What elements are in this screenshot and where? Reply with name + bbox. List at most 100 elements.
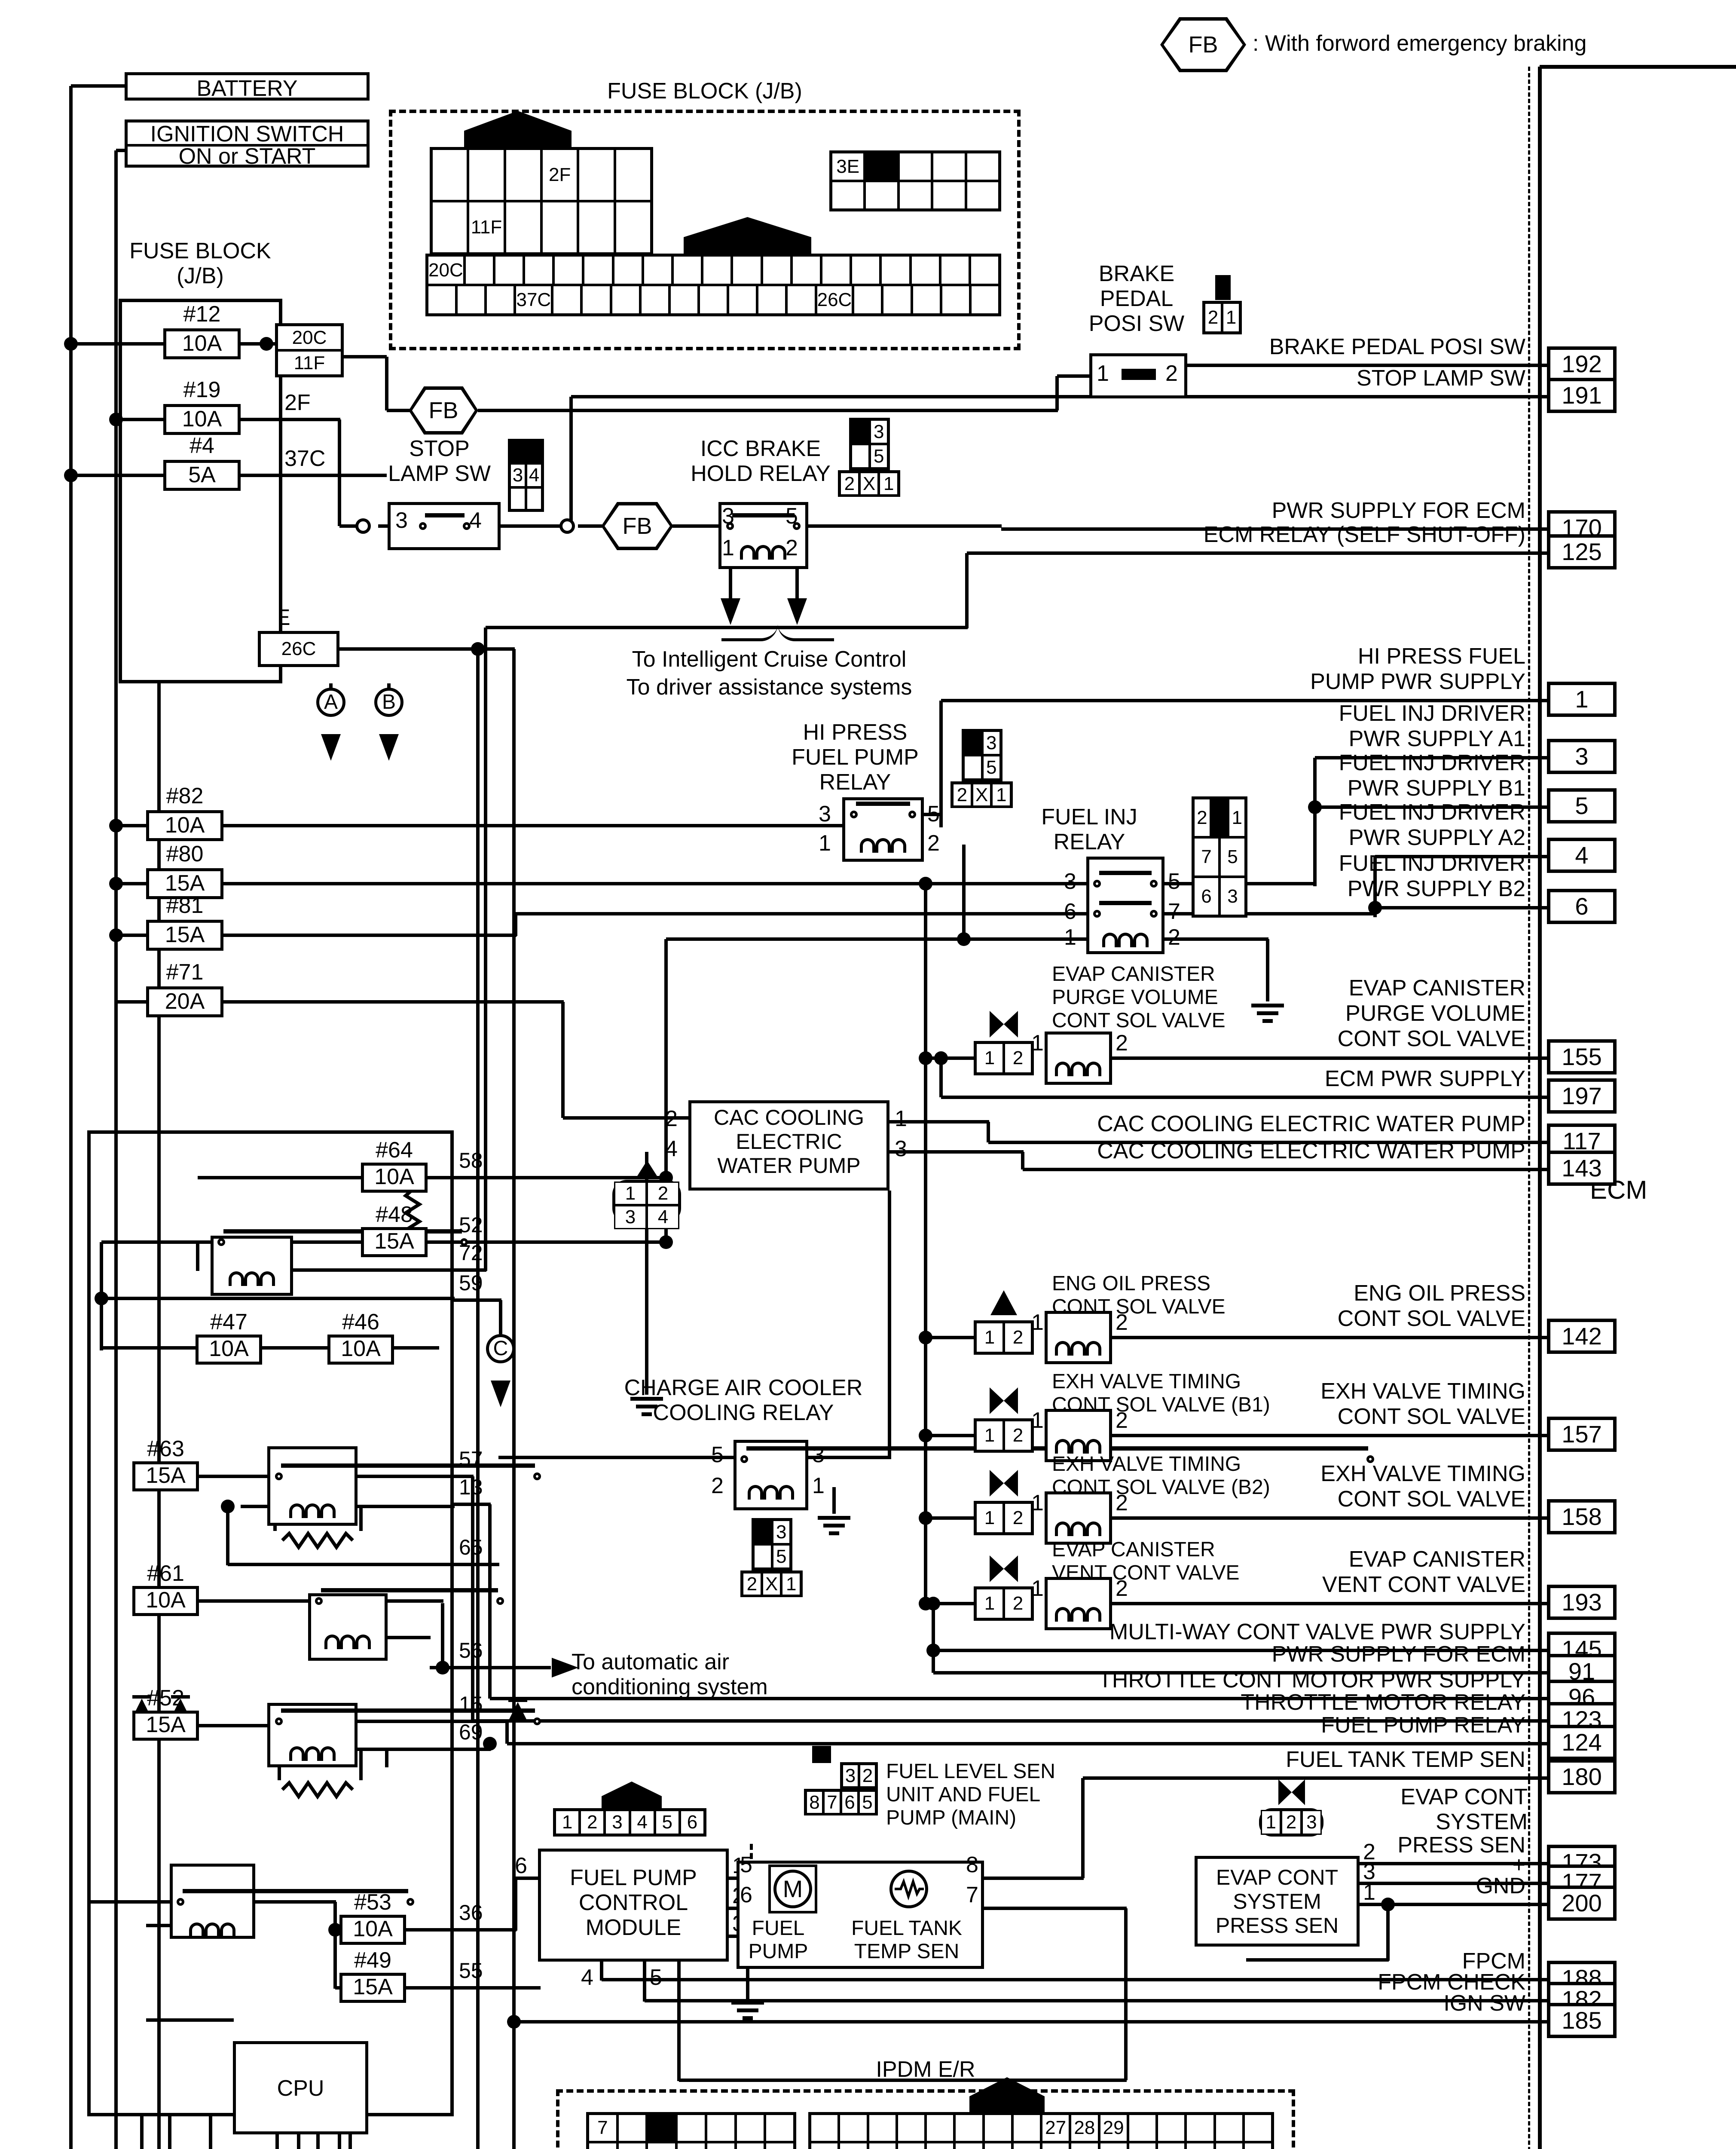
wire-h	[808, 1456, 890, 1459]
ecm-terminal: 192	[1547, 346, 1617, 382]
fuse-amp-label: 15A	[146, 1463, 186, 1488]
connector-cell: 6	[841, 1791, 859, 1815]
valve-label: EXH VALVE TIMING CONT SOL VALVE (B1)	[1052, 1370, 1270, 1416]
wire-h	[473, 1719, 1548, 1723]
ecm-terminal: 142	[1547, 1319, 1617, 1354]
pin-label: 2	[1116, 1031, 1128, 1056]
connector-cell	[1186, 2142, 1215, 2149]
connector-cell	[966, 152, 1000, 181]
bottom-ipdm-grid-b: 2728293641	[808, 2112, 1274, 2149]
wire-h	[926, 1516, 975, 1520]
connector-cell	[647, 2142, 677, 2149]
stop-lamp-sw-box	[388, 502, 501, 550]
fuse-box	[196, 1335, 262, 1365]
wire-h	[1057, 374, 1091, 378]
ground-icon	[818, 1516, 850, 1520]
wire-v	[114, 150, 118, 2149]
brake-pedal-posi-sw-label: BRAKE PEDAL POSI SW	[1088, 261, 1185, 337]
ecm-terminal-label: HI PRESS FUEL PUMP PWR SUPPLY	[1310, 644, 1525, 694]
ipdm-wire-label: 52	[459, 1213, 483, 1237]
connector-cell: 1	[975, 1322, 1004, 1353]
junction-dot	[64, 337, 78, 351]
connector-cell: 2	[859, 1764, 876, 1788]
fuse-amp-label: 10A	[165, 813, 205, 838]
pin-label: 2	[1116, 1408, 1128, 1433]
ecm-terminal: 197	[1547, 1078, 1617, 1114]
fuse-box	[361, 1163, 428, 1193]
wire-h	[1315, 805, 1548, 809]
wire-v	[226, 1506, 229, 1565]
wire-v	[939, 701, 943, 827]
connector-cell	[932, 181, 966, 210]
wire-h	[101, 1346, 196, 1350]
ecm-terminal: 6	[1547, 889, 1617, 924]
coil-icon	[860, 838, 906, 853]
switch-contact-icon	[275, 1717, 283, 1725]
junction-dot	[919, 1051, 932, 1065]
connector-key-pentagon	[602, 1782, 662, 1808]
connector-cell: 2	[1193, 798, 1211, 838]
junction-dot	[1308, 800, 1322, 814]
wire-h	[223, 824, 843, 827]
wire-h	[406, 1928, 455, 1932]
connector-cell: 3	[605, 1810, 630, 1835]
wire-h	[1112, 1516, 1548, 1520]
jb-grid-2: 3E	[829, 150, 1001, 211]
junction-dot	[260, 337, 273, 351]
wire-v	[832, 1487, 836, 1514]
to-das-label: To driver assistance systems	[626, 675, 912, 700]
connector-key-cell	[510, 441, 526, 464]
arrow-down-icon	[787, 598, 807, 625]
press-sen-box	[1195, 1856, 1360, 1947]
connector-cell	[1186, 2114, 1215, 2142]
inline-connector-icon	[559, 518, 575, 534]
ipdm-wire-label: 65	[459, 1535, 483, 1559]
switch-contact-icon	[315, 1597, 323, 1605]
connector-cell	[614, 149, 651, 201]
connector-cell: 1	[991, 783, 1012, 807]
pin-label: 4	[581, 1965, 593, 1990]
wire-v	[196, 1242, 199, 1271]
wire-h	[1083, 1776, 1548, 1780]
connector-cell: 2	[647, 1182, 679, 1206]
wire-v	[359, 1508, 363, 1531]
switch-contact-icon	[217, 1238, 225, 1246]
fuse-amp-label: 15A	[146, 1712, 186, 1737]
fuse-box	[132, 1711, 199, 1741]
wire-h	[406, 1986, 455, 1990]
connector-cell	[1012, 2114, 1041, 2142]
switch-contact-icon	[740, 1455, 748, 1463]
wire-h	[501, 524, 564, 528]
connector-cell	[911, 285, 941, 315]
fuse-box	[146, 920, 223, 951]
wire-v	[69, 86, 73, 2149]
connector-cell: 5	[772, 1544, 791, 1569]
coil-icon	[324, 1635, 371, 1649]
wire-h	[358, 1748, 455, 1751]
coil-icon	[748, 1485, 794, 1500]
arrow-down-icon	[491, 1381, 510, 1407]
ecm-terminal: 143	[1547, 1151, 1617, 1186]
pin-label: 1	[819, 831, 831, 856]
ecm-terminal: 158	[1547, 1499, 1617, 1534]
pin-label: 3	[1363, 1859, 1375, 1884]
fuse-box	[146, 986, 223, 1017]
wire-v	[569, 397, 573, 526]
wire-h	[339, 647, 515, 651]
wire-h	[679, 2079, 1127, 2082]
pin-label: 2	[665, 1106, 678, 1131]
wire-h	[967, 551, 1548, 555]
connector-cell: 2	[580, 1810, 605, 1835]
fuel-pump-label: FUEL PUMP	[748, 1917, 808, 1963]
pin-label: 6	[515, 1853, 527, 1878]
wire-h	[454, 1268, 486, 1272]
fuse-id-label: #47	[210, 1310, 248, 1335]
connector-cell	[865, 181, 899, 210]
fuel-inj-relay-label: FUEL INJ RELAY	[1041, 805, 1137, 855]
connector-cell	[613, 255, 643, 285]
connector-cell: 8	[806, 1791, 823, 1815]
valve-icon	[635, 1160, 659, 1179]
fuse-box	[132, 1586, 199, 1616]
